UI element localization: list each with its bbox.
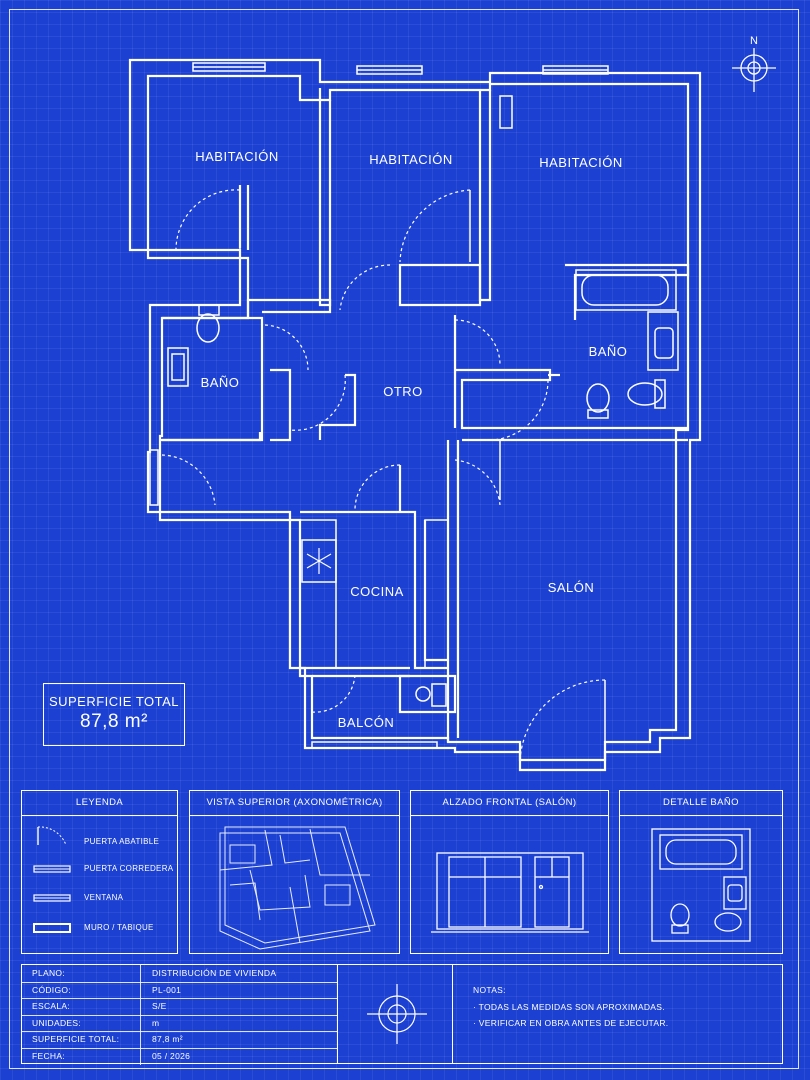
room-label-habitacion-2: HABITACIÓN bbox=[369, 152, 453, 167]
room-label-bano-2: BAÑO bbox=[589, 344, 628, 359]
floor-plan: HABITACIÓN HABITACIÓN HABITACIÓN BAÑO BA… bbox=[128, 35, 776, 772]
room-label-habitacion-1: HABITACIÓN bbox=[195, 149, 279, 164]
legend-label: MURO / TABIQUE bbox=[84, 923, 154, 932]
note-item: · VERIFICAR EN OBRA ANTES DE EJECUTAR. bbox=[473, 1018, 669, 1028]
panel-detalle-title: DETALLE BAÑO bbox=[620, 791, 782, 816]
legend-label: PUERTA ABATIBLE bbox=[84, 837, 160, 846]
notes-section: NOTAS: · TODAS LAS MEDIDAS SON APROXIMAD… bbox=[452, 965, 784, 1063]
panel-detalle-bano: DETALLE BAÑO bbox=[619, 790, 783, 954]
room-label-balcon: BALCÓN bbox=[338, 715, 394, 730]
axonometric-view bbox=[219, 826, 376, 950]
panel-alzado-frontal: ALZADO FRONTAL (SALÓN) bbox=[410, 790, 609, 954]
window-icon bbox=[33, 894, 71, 902]
info-row: ESCALA:S/E bbox=[22, 998, 337, 1016]
info-row: FECHA:05 / 2026 bbox=[22, 1048, 337, 1065]
compass-icon bbox=[732, 48, 776, 92]
bathroom-detail bbox=[651, 828, 751, 942]
room-label-habitacion-3: HABITACIÓN bbox=[539, 155, 623, 170]
swing-door-icon bbox=[37, 826, 67, 846]
room-label-otro: OTRO bbox=[383, 384, 423, 399]
panel-vista-superior: VISTA SUPERIOR (AXONOMÉTRICA) bbox=[189, 790, 400, 954]
info-row: SUPERFICIE TOTAL:87,8 m² bbox=[22, 1031, 337, 1049]
notes-title: NOTAS: bbox=[473, 985, 506, 995]
panel-vista-title: VISTA SUPERIOR (AXONOMÉTRICA) bbox=[190, 791, 399, 816]
panel-leyenda: LEYENDA PUERTA ABATIBLE PUERTA CORREDERA… bbox=[21, 790, 178, 954]
superficie-title: SUPERFICIE TOTAL bbox=[48, 694, 180, 709]
wall-icon bbox=[33, 923, 71, 933]
room-label-salon: SALÓN bbox=[548, 580, 595, 595]
title-block-table: PLANO:DISTRIBUCIÓN DE VIVIENDA CÓDIGO:PL… bbox=[22, 965, 338, 1065]
superficie-total-box: SUPERFICIE TOTAL 87,8 m² bbox=[43, 683, 185, 746]
legend-label: PUERTA CORREDERA bbox=[84, 864, 174, 873]
info-row: PLANO:DISTRIBUCIÓN DE VIVIENDA bbox=[22, 965, 337, 983]
front-elevation bbox=[431, 852, 589, 933]
legend-label: VENTANA bbox=[84, 893, 124, 902]
bath-fixtures bbox=[167, 95, 679, 707]
superficie-value: 87,8 m² bbox=[80, 711, 148, 732]
info-row: UNIDADES:m bbox=[22, 1014, 337, 1033]
room-label-cocina: COCINA bbox=[350, 584, 404, 599]
sliding-door-icon bbox=[33, 865, 71, 873]
room-label-bano-1: BAÑO bbox=[201, 375, 240, 390]
note-item: · TODAS LAS MEDIDAS SON APROXIMADAS. bbox=[473, 1002, 665, 1012]
title-block: PLANO:DISTRIBUCIÓN DE VIVIENDA CÓDIGO:PL… bbox=[21, 964, 784, 1065]
info-row: CÓDIGO:PL-001 bbox=[22, 981, 337, 1000]
panel-alzado-title: ALZADO FRONTAL (SALÓN) bbox=[411, 791, 608, 816]
snowflake-icon bbox=[306, 548, 332, 574]
panel-leyenda-title: LEYENDA bbox=[22, 791, 177, 816]
compass-north-label: N bbox=[750, 35, 758, 47]
drawing-frame bbox=[9, 9, 799, 1069]
compass-rose-icon bbox=[367, 984, 427, 1044]
